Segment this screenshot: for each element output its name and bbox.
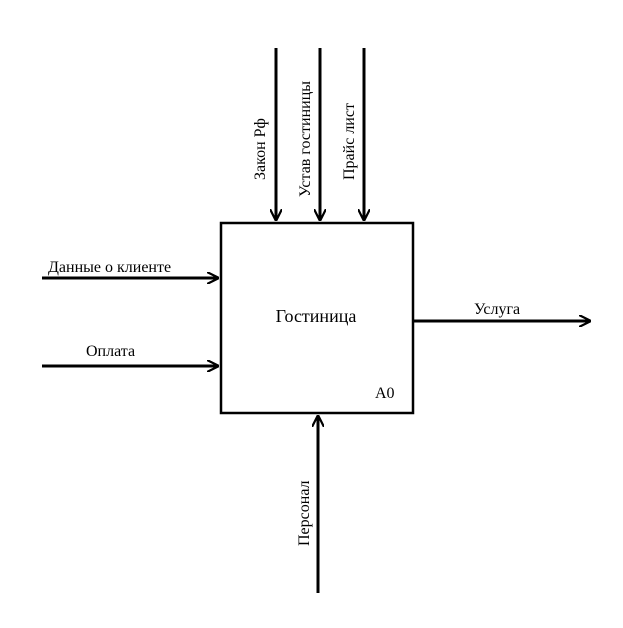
function-block-title: Гостиница: [276, 306, 357, 326]
control-label-zakon: Закон Рф: [252, 118, 269, 180]
input-label-oplata: Оплата: [86, 343, 135, 360]
output-label-usluga: Услуга: [474, 301, 520, 318]
control-label-ustav: Устав гостиницы: [297, 81, 314, 197]
function-block: [219, 221, 415, 415]
mechanism-label-personal: Персонал: [296, 480, 313, 546]
control-label-prais: Прайс лист: [341, 103, 358, 180]
input-label-dannye: Данные о клиенте: [48, 259, 171, 276]
node-id-label: A0: [375, 385, 395, 402]
